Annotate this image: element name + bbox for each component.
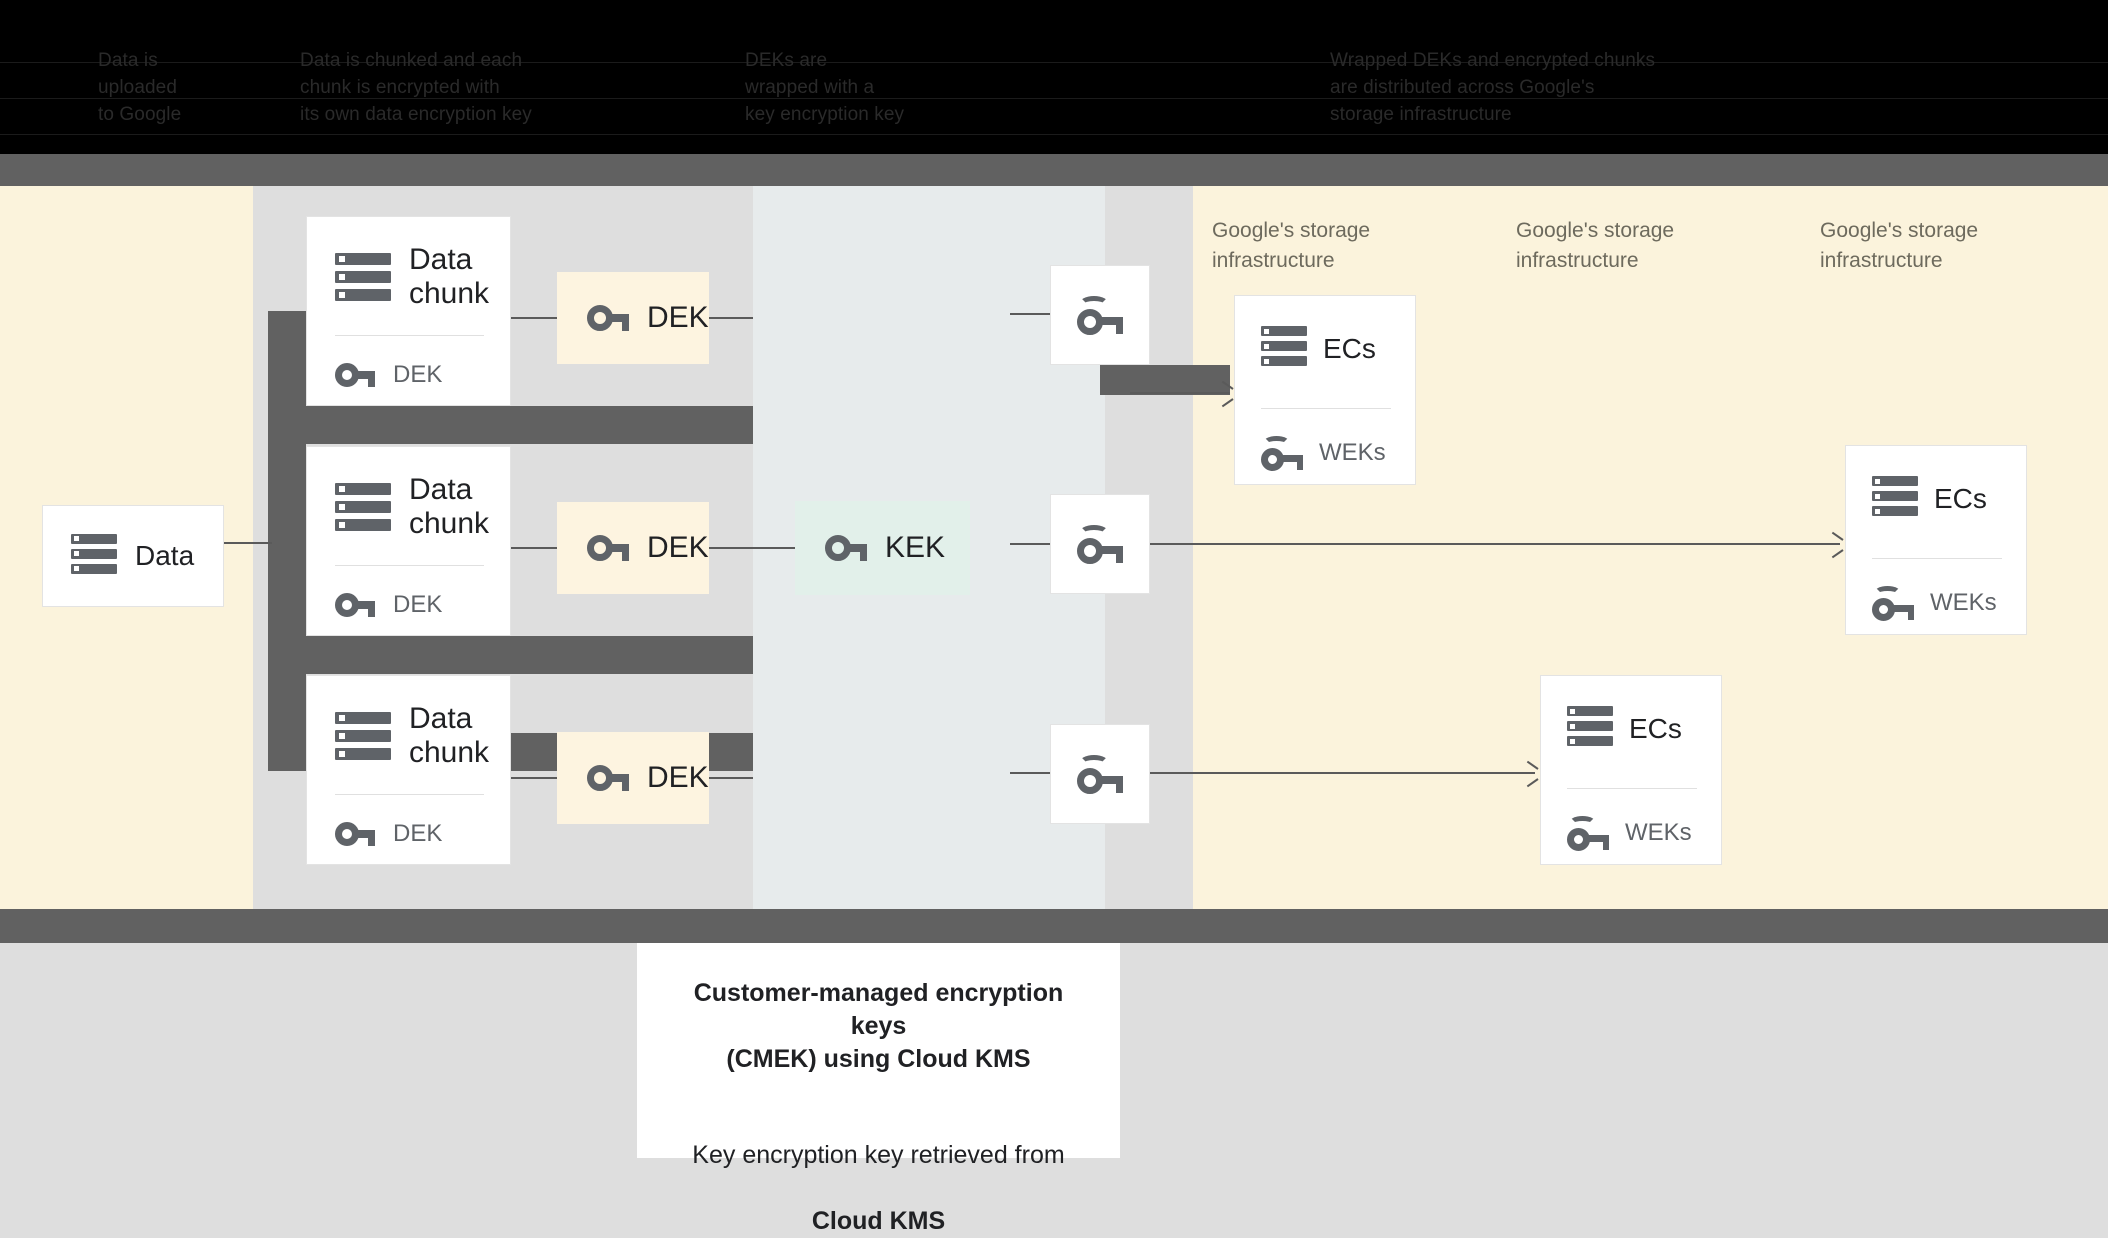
key-icon [335,822,375,846]
footer-divider [0,909,2108,943]
header-column-3: DEKs are wrapped with a key encryption k… [745,50,905,125]
key-icon [825,535,867,561]
fanout-arm-mid [268,636,753,674]
tile-wrapped-key-3[interactable] [1050,724,1150,824]
wire-chunk2-dek2 [511,547,557,549]
wire-chunk3-dek3 [511,777,557,779]
arrow-to-ecs-2-line [1150,543,1840,545]
wrapped-key-icon [1261,436,1303,471]
arrow-to-ecs-3-line [1150,772,1535,774]
wire-dek2-kek [709,547,795,549]
header-column-1: Data is uploaded to Google [98,50,182,125]
box-dek-label: DEK [647,301,709,334]
box-dek-label: DEK [647,531,709,564]
box-kek-label: KEK [885,531,946,564]
card-ecs-title: ECs [1629,712,1682,744]
key-icon [587,535,629,561]
card-ecs-title: ECs [1323,332,1376,364]
card-ecs-key-label: WEKs [1319,439,1386,466]
header-bar: Data is uploaded to Google Data is chunk… [0,0,2108,154]
infra-label-1: Google's storage infrastructure [1212,219,1371,273]
card-ecs-2[interactable]: ECs WEKs [1845,445,2027,635]
box-kek[interactable]: KEK [795,501,970,595]
card-ecs-title: ECs [1934,482,1987,514]
wrapped-key-shadow-bar [1100,365,1230,395]
wrapped-key-icon [1077,525,1123,564]
card-chunk-title: Data chunk [409,702,490,769]
server-stack-icon [335,252,391,301]
wire-to-wrapped-1 [1010,313,1050,315]
header-column-4: Wrapped DEKs and encrypted chunks are di… [1330,50,1656,125]
tile-wrapped-key-1[interactable] [1050,265,1150,365]
tile-wrapped-key-2[interactable] [1050,494,1150,594]
infra-label-3: Google's storage infrastructure [1820,219,1979,273]
wrapped-key-icon [1872,586,1914,621]
fanout-arm-top [268,406,753,444]
key-icon [335,593,375,617]
fanout-spine [268,311,306,771]
box-dek-label: DEK [647,761,709,794]
server-stack-icon [1261,326,1307,371]
server-stack-icon [335,482,391,531]
caption-box: Customer-managed encryption keys (CMEK) … [637,943,1120,1235]
box-dek-1[interactable]: DEK [557,272,709,364]
arrow-to-ecs-1-line [1130,392,1230,394]
caption-body: Key encryption key retrieved from Cloud … [663,1106,1094,1238]
card-ecs-key-label: WEKs [1625,819,1692,846]
server-stack-icon [1872,476,1918,521]
server-stack-icon [335,711,391,760]
wrapped-key-icon [1567,816,1609,851]
card-chunk-key-label: DEK [393,361,443,388]
card-chunk-title: Data chunk [409,243,490,310]
box-dek-2[interactable]: DEK [557,502,709,594]
caption-body-emphasis: Cloud KMS [811,1207,946,1235]
server-stack-icon [71,533,117,579]
wire-chunk1-dek1 [511,317,557,319]
card-ecs-1[interactable]: ECs WEKs [1234,295,1416,485]
caption-body-text: Key encryption key retrieved from [692,1141,1065,1169]
key-icon [587,765,629,791]
card-data-chunk-3[interactable]: Data chunk DEK [306,675,511,865]
wire-kek-to-wrapped-2 [1010,543,1050,545]
wrapped-key-icon [1077,755,1123,794]
wire-source-to-spine [224,542,272,544]
card-chunk-title: Data chunk [409,473,490,540]
key-icon [335,363,375,387]
header-divider [0,154,2108,186]
box-dek-3[interactable]: DEK [557,732,709,824]
card-data-chunk-1[interactable]: Data chunk DEK [306,216,511,406]
card-data-source-title: Data [135,540,195,572]
wire-dek1-right [709,317,753,319]
wrapped-key-icon [1077,296,1123,335]
header-column-2: Data is chunked and each chunk is encryp… [300,50,532,125]
key-icon [587,305,629,331]
server-stack-icon [1567,706,1613,751]
card-ecs-key-label: WEKs [1930,589,1997,616]
wire-to-wrapped-3 [1010,772,1050,774]
card-ecs-3[interactable]: ECs WEKs [1540,675,1722,865]
card-chunk-key-label: DEK [393,820,443,847]
infra-label-2: Google's storage infrastructure [1516,219,1675,273]
card-data-chunk-2[interactable]: Data chunk DEK [306,446,511,636]
card-chunk-key-label: DEK [393,591,443,618]
caption-title: Customer-managed encryption keys (CMEK) … [693,979,1064,1073]
card-data-source[interactable]: Data [42,505,224,607]
wire-dek3-right [709,777,753,779]
